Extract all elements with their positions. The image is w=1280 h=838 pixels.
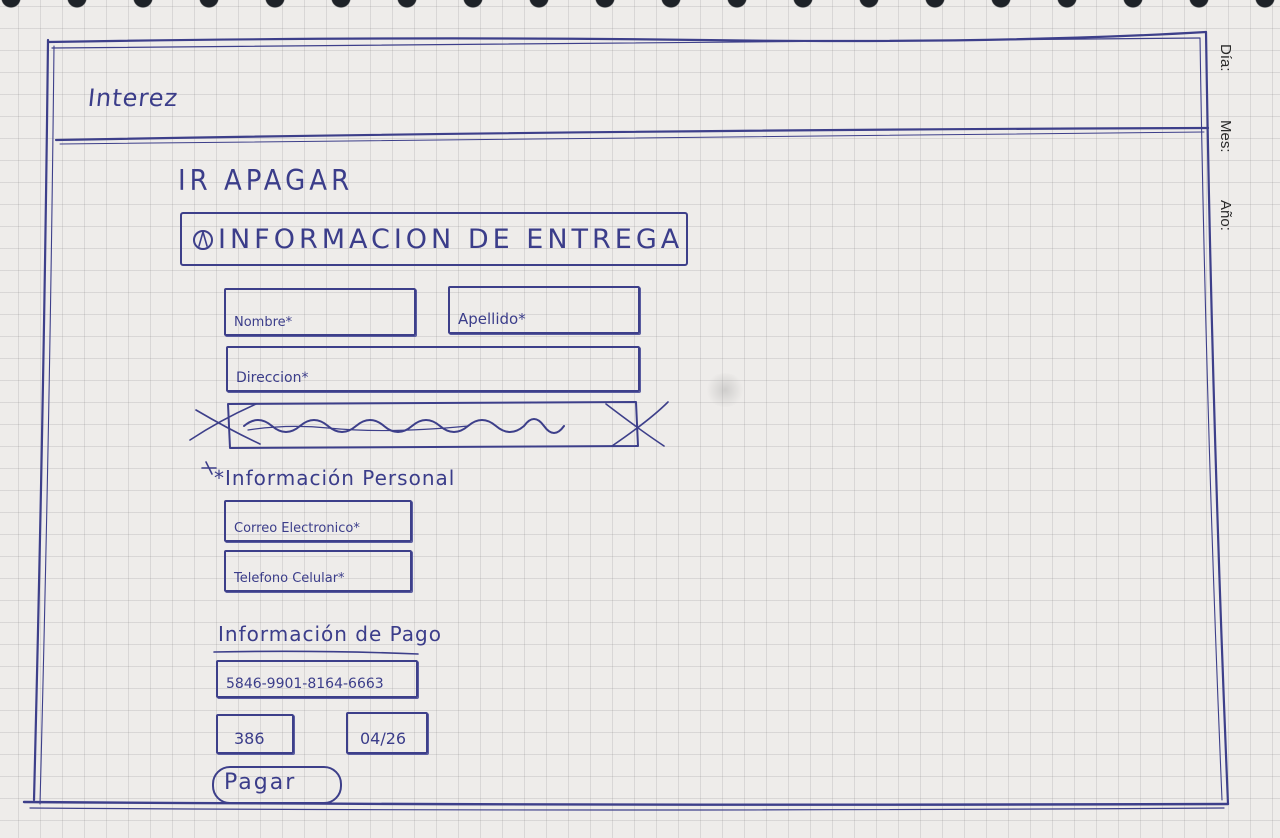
expiry-value: 04/26 — [360, 729, 407, 748]
cvv-value: 386 — [234, 729, 265, 748]
page-title: IR APAGAR — [178, 164, 354, 198]
phone-field[interactable]: Telefono Celular* — [224, 550, 412, 592]
pay-button[interactable]: Pagar — [212, 766, 342, 804]
payment-info-heading: Información de Pago — [218, 622, 442, 646]
phone-placeholder: Telefono Celular* — [234, 571, 345, 586]
card-number-field[interactable]: 5846-9901-8164-6663 — [216, 660, 418, 698]
personal-info-heading: *Información Personal — [214, 466, 456, 490]
delivery-info-panel[interactable] — [180, 212, 688, 266]
first-name-field[interactable]: Nombre* — [224, 288, 416, 336]
email-placeholder: Correo Electronico* — [234, 521, 360, 536]
address-placeholder: Direccion* — [236, 370, 309, 386]
last-name-placeholder: Apellido* — [458, 310, 526, 328]
spiral-rings — [0, 0, 1280, 8]
cvv-field[interactable]: 386 — [216, 714, 294, 754]
expiry-field[interactable]: 04/26 — [346, 712, 428, 754]
paper-smudge — [705, 373, 745, 407]
card-number-value: 5846-9901-8164-6663 — [226, 676, 384, 692]
first-name-placeholder: Nombre* — [234, 315, 293, 330]
address-field[interactable]: Direccion* — [226, 346, 640, 392]
delivery-heading: INFORMACION DE ENTREGA — [218, 224, 684, 255]
email-field[interactable]: Correo Electronico* — [224, 500, 412, 542]
last-name-field[interactable]: Apellido* — [448, 286, 640, 334]
pay-button-label: Pagar — [224, 770, 297, 795]
